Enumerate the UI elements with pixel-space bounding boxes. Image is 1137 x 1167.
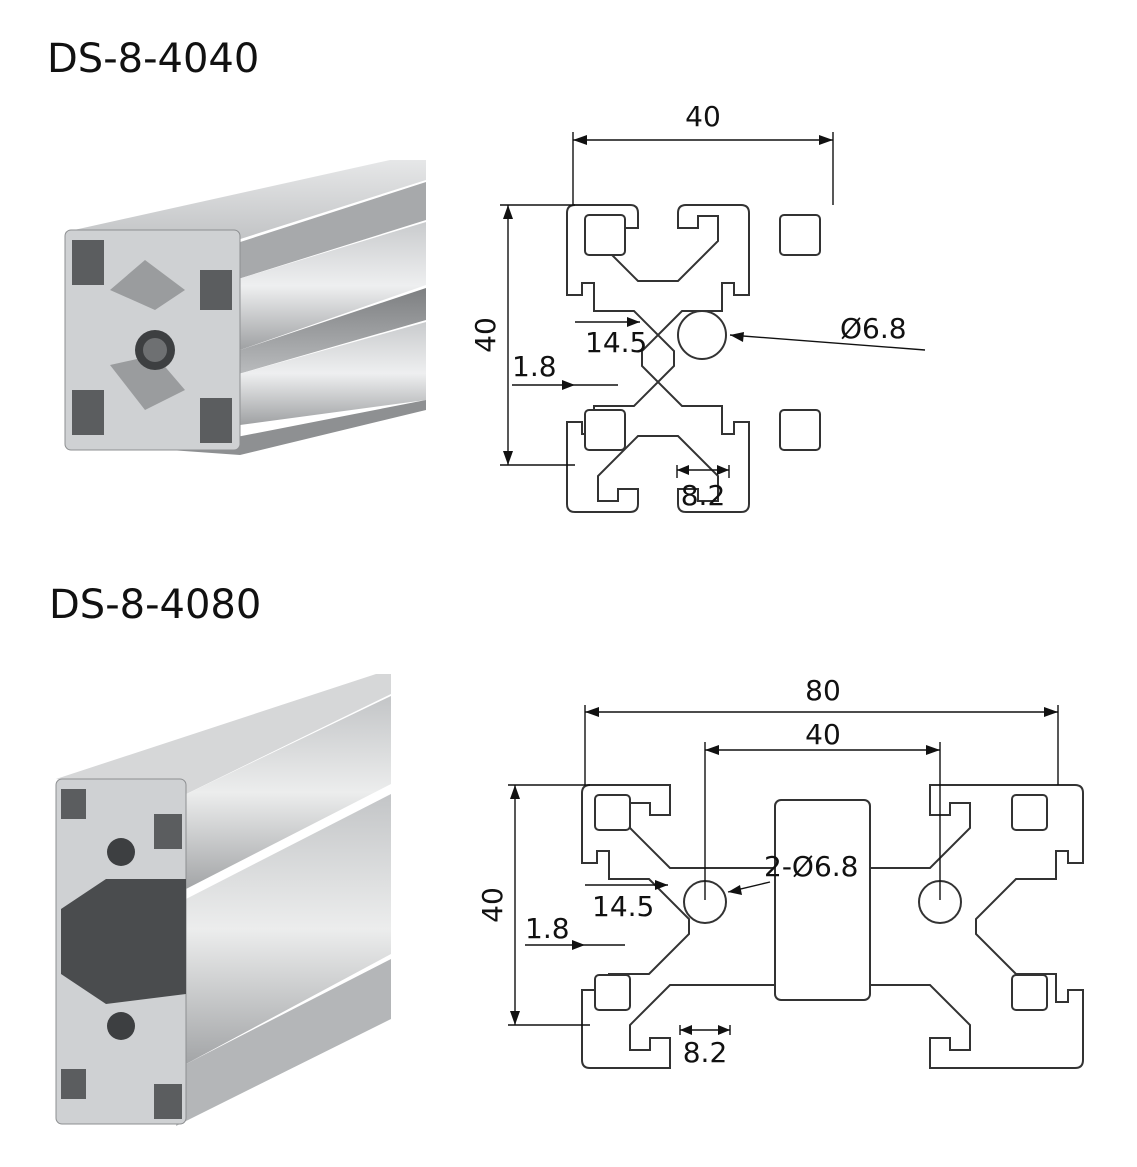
dim-bores: 2-Ø6.8: [764, 850, 859, 883]
dim-center-bore: Ø6.8: [840, 312, 907, 345]
profile-cross-section-4040: 40 40 Ø6.8 14.5 1.8 8.2: [469, 100, 926, 513]
technical-drawing-4080: 80 40 40 2-Ø6.8 14.5 1.8 8.2: [440, 660, 1100, 1080]
dim-pitch: 40: [805, 718, 841, 751]
dim-width: 80: [805, 674, 841, 707]
dim-slot-width: 8.2: [681, 479, 726, 512]
dim-slot-width: 8.2: [683, 1036, 728, 1069]
aluminum-profile-4040-image: [64, 160, 426, 455]
technical-drawing-4040: 40 40 Ø6.8 14.5 1.8 8.2: [440, 80, 980, 520]
profile-photo-4040: [60, 160, 426, 485]
dim-width: 40: [685, 100, 721, 133]
dim-wall: 1.8: [525, 912, 570, 945]
product-title: DS-8-4080: [49, 582, 262, 628]
dim-slot-depth: 14.5: [592, 890, 654, 923]
dim-slot-depth: 14.5: [585, 326, 647, 359]
profile-cross-section-4080: 80 40 40 2-Ø6.8 14.5 1.8 8.2: [476, 674, 1084, 1069]
dim-wall: 1.8: [512, 350, 557, 383]
dim-height: 40: [469, 317, 502, 353]
aluminum-profile-4080-image: [55, 674, 391, 1126]
profile-photo-4080: [46, 674, 396, 1126]
dim-height: 40: [476, 887, 509, 923]
product-title: DS-8-4040: [47, 36, 260, 82]
